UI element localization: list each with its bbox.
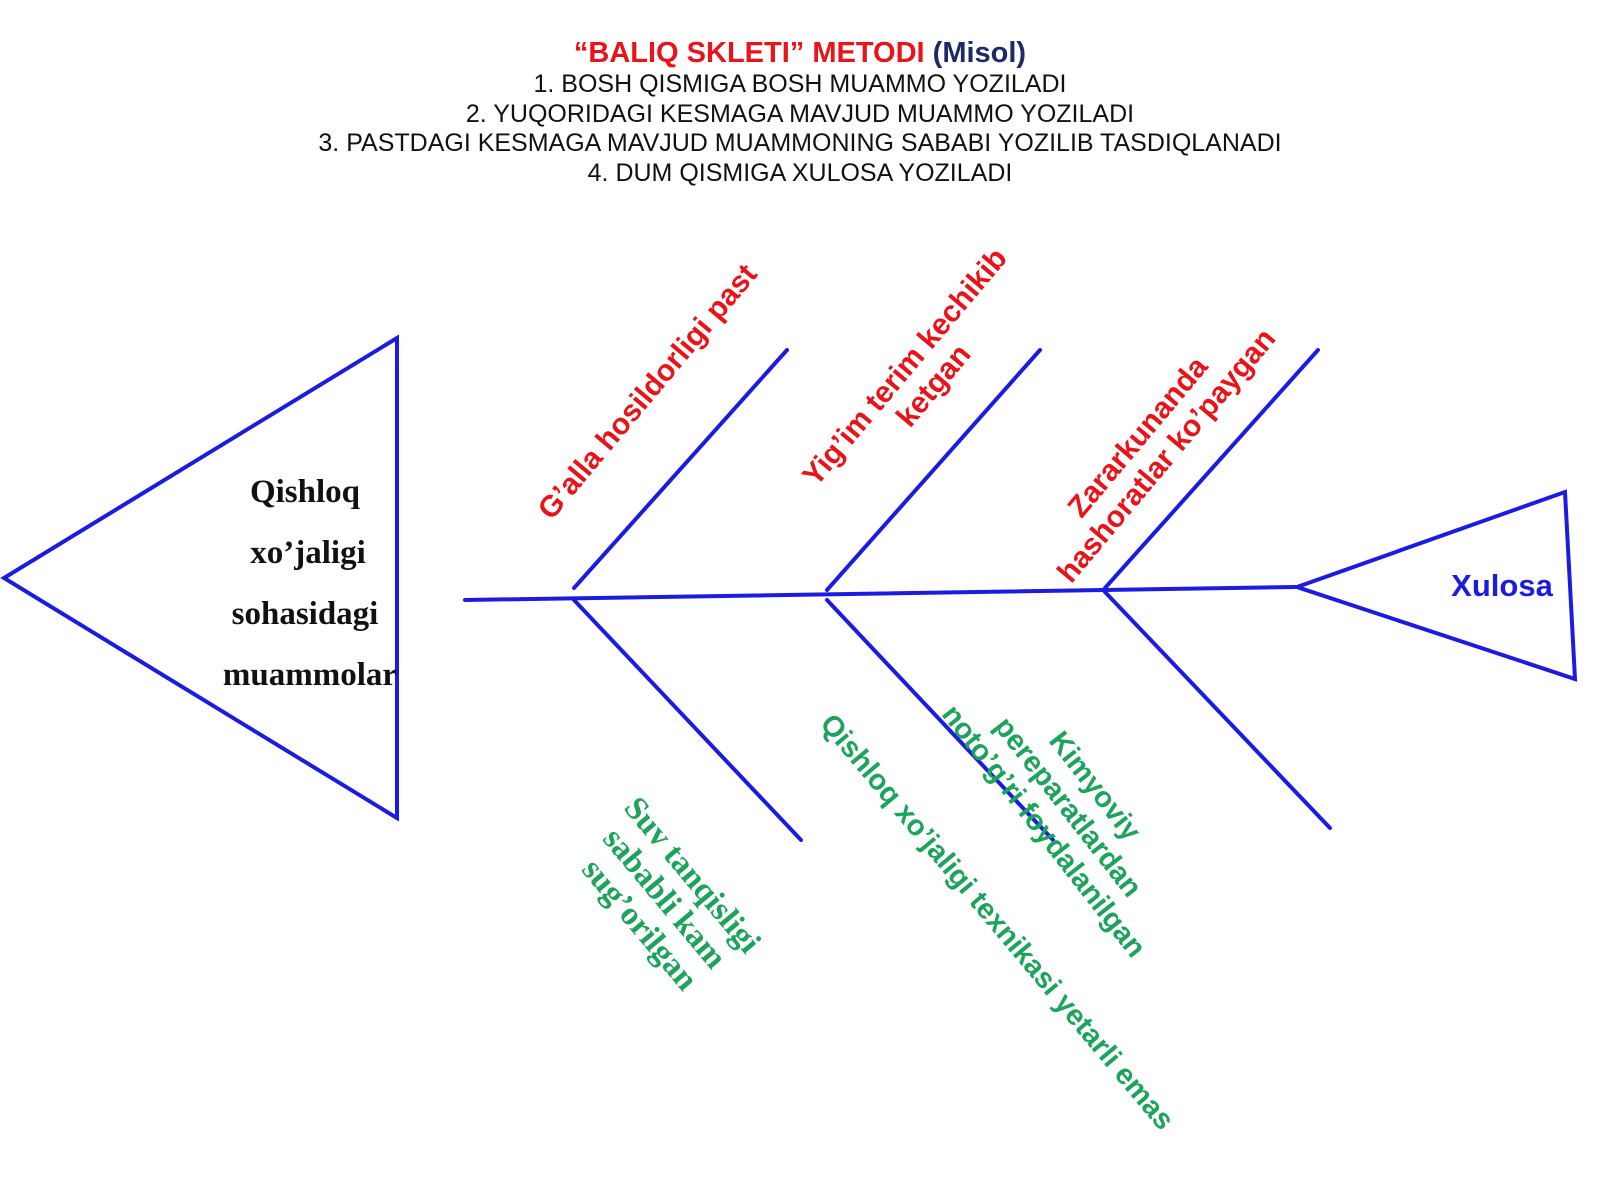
lower-bone-2 — [825, 598, 1055, 842]
upper-bone-3 — [1103, 348, 1320, 590]
upper-bone-2 — [825, 348, 1042, 592]
head-line-3: sohasidagi — [232, 596, 379, 632]
problem-label-3: Zararkunanda hashoratlar ko’paygan — [1025, 301, 1282, 589]
tail-label: Xulosa — [1451, 568, 1553, 603]
problem-label-1: G’alla hosildorligi past — [532, 258, 764, 526]
lower-bone-3 — [1103, 590, 1332, 830]
step-3: 3. PASTDAGI KESMAGA MAVJUD MUAMMONING SA… — [318, 129, 1282, 157]
title-example-tag: (Misol) — [932, 37, 1027, 69]
diagram-title: “BALIQ SKLETI” METODI (Misol) — [0, 36, 1600, 70]
step-4: 4. DUM QISMIGA XULOSA YOZILADI — [587, 158, 1013, 187]
step-1: 1. BOSH QISMIGA BOSH MUAMMO YOZILADI — [533, 70, 1067, 98]
head-line-4: muammolar — [223, 657, 397, 693]
upper-bone-1 — [572, 348, 789, 590]
cause-label-1: Suv tanqisligi sababli kam sug’orilgan — [561, 790, 772, 1013]
step-2: 2. YUQORIDAGI KESMAGA MAVJUD MUAMMO YOZI… — [465, 99, 1135, 128]
head-line-1: Qishloq — [250, 474, 361, 510]
lower-bone-1 — [572, 598, 803, 842]
title-method-name: “BALIQ SKLETI” METODI — [573, 37, 925, 69]
problem-label-2: Yig’im terim kechikib ketgan — [796, 236, 1045, 515]
diagram-header: “BALIQ SKLETI” METODI (Misol) 1. BOSH QI… — [0, 36, 1600, 188]
fish-spine — [463, 585, 1297, 602]
fish-tail-triangle — [1290, 489, 1578, 682]
fish-head-triangle — [0, 334, 399, 822]
head-line-2: xo’jaligi — [250, 535, 365, 571]
